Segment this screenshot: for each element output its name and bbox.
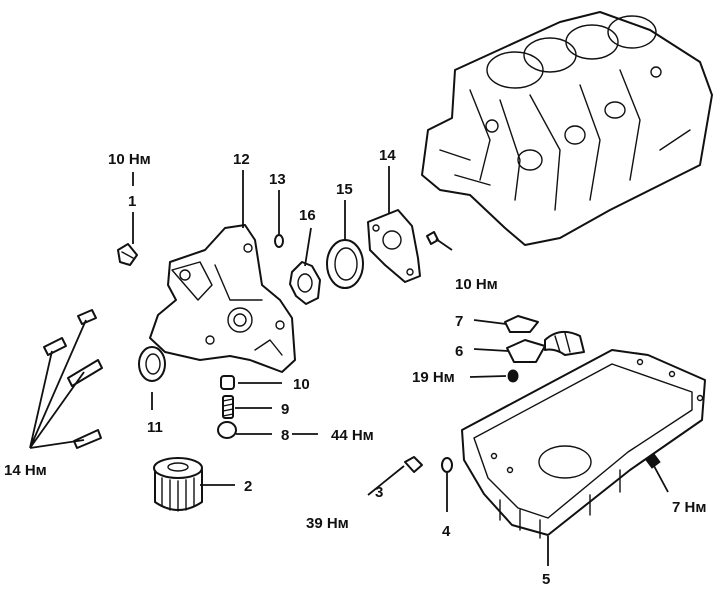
callout-2: 2 [244,478,252,495]
torque-label-14nm: 14 Нм [4,462,47,479]
callout-13: 13 [269,171,286,188]
o-ring-13 [274,234,284,248]
callout-14: 14 [379,147,396,164]
washer-4 [441,457,453,473]
inner-gear-16 [289,261,321,305]
torque-label-19: 19 Нм [412,369,455,386]
callout-8: 8 [281,427,289,444]
oil-filter [153,457,203,512]
oil-strainer [504,315,585,363]
leader-lines [29,166,549,566]
callout-15: 15 [336,181,353,198]
torque-label-3: 39 Нм [306,515,349,532]
pan-bolt [645,453,669,493]
torque-label-14: 10 Нм [455,276,498,293]
callout-11: 11 [147,419,163,436]
callout-9: 9 [281,401,289,418]
pump-cover-14 [367,209,421,283]
torque-label-1: 10 Нм [108,151,151,168]
engine-block [421,11,713,246]
callout-3: 3 [375,484,383,501]
drain-plug [404,456,423,473]
callout-labels: 10 Нм 1 2 3 39 Нм 4 5 6 7 7 Нм 8 44 Нм 9… [4,147,706,588]
callout-10: 10 [293,376,310,393]
callout-6: 6 [455,343,463,360]
callout-12: 12 [233,151,250,168]
torque-label-7: 7 Нм [672,499,706,516]
seal-11 [138,346,166,382]
loose-bolts [43,309,103,449]
callout-16: 16 [299,207,316,224]
cover-screw [426,231,453,251]
bolt-19nm [507,369,519,383]
bolt-1 [117,243,138,266]
oil-pump-cover [149,224,296,373]
callout-5: 5 [542,571,550,588]
callout-4: 4 [442,523,451,540]
relief-valve-parts [217,375,237,439]
oil-pan [461,349,706,539]
callout-7: 7 [455,313,463,330]
torque-label-8: 44 Нм [331,427,374,444]
outer-rotor-15 [326,239,364,289]
callout-1: 1 [128,193,136,210]
